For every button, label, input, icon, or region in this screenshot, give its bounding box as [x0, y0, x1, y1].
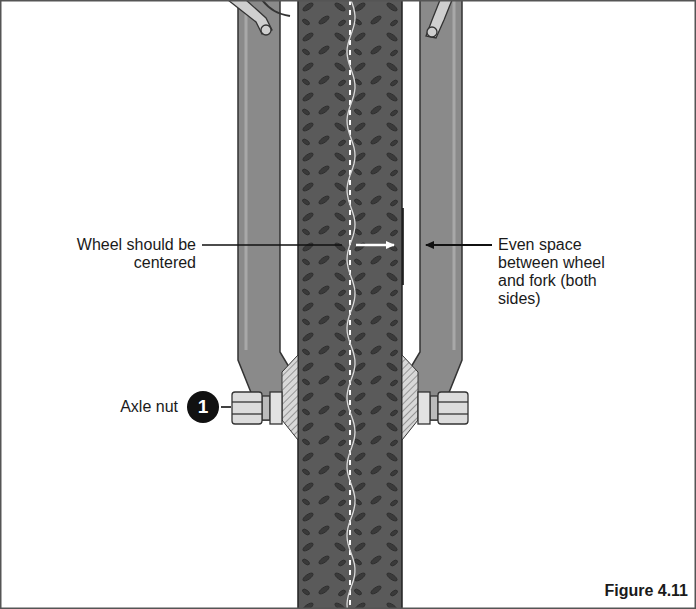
part-label: Axle nut: [78, 398, 178, 416]
part-label: Wheel should be centered: [74, 236, 196, 272]
white-arrow: [356, 244, 394, 247]
callout-number: 1: [198, 396, 209, 418]
callout-circle: 1: [187, 391, 219, 423]
figure-number: Figure 4.11: [528, 582, 688, 600]
black-arrow: [426, 244, 492, 246]
part-label: Even space between wheel and fork (both …: [498, 236, 610, 308]
leader-line: [202, 244, 342, 246]
gap-marker: [402, 208, 404, 285]
callout-leader: [221, 406, 231, 408]
